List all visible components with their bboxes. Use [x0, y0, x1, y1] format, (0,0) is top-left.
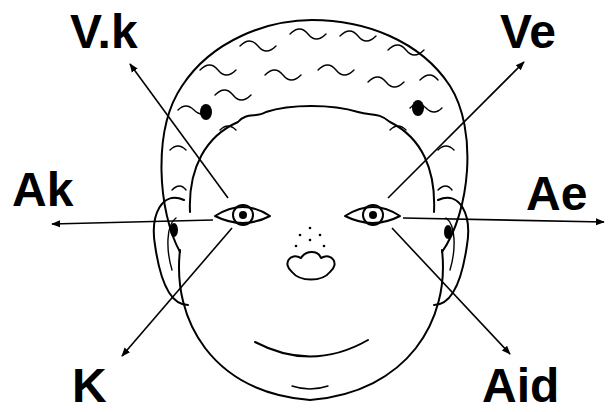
right-ear [434, 198, 468, 305]
dark-marks [170, 100, 452, 247]
label-slot: Ve [500, 8, 556, 56]
mouth [255, 340, 368, 357]
leader-arrow [122, 228, 232, 356]
left-iris [233, 205, 253, 225]
part-label: K [72, 362, 107, 410]
leader-arrows [52, 62, 604, 356]
leader-arrow [403, 218, 604, 222]
label-slot: V.k [70, 8, 138, 56]
chin [292, 386, 328, 389]
part-label: Ae [526, 170, 587, 218]
label-slot: K [72, 362, 107, 410]
leader-arrow [388, 62, 524, 198]
part-label: V.k [70, 8, 138, 56]
part-label: Aid [482, 362, 559, 410]
right-eye [345, 207, 400, 223]
label-slot: Ak [12, 166, 73, 214]
part-label: Ve [500, 8, 556, 56]
label-slot: Aid [482, 362, 559, 410]
face-outline [179, 250, 443, 400]
right-iris [363, 205, 383, 225]
leader-arrow [392, 228, 510, 354]
leader-arrow [130, 64, 228, 198]
hair-curls [170, 29, 454, 190]
nose [287, 252, 334, 280]
left-eye [215, 207, 270, 223]
hair-outline [161, 20, 467, 252]
part-label: Ak [12, 166, 73, 214]
left-ear [154, 198, 188, 305]
leader-arrow [52, 220, 213, 224]
label-slot: Ae [526, 170, 587, 218]
